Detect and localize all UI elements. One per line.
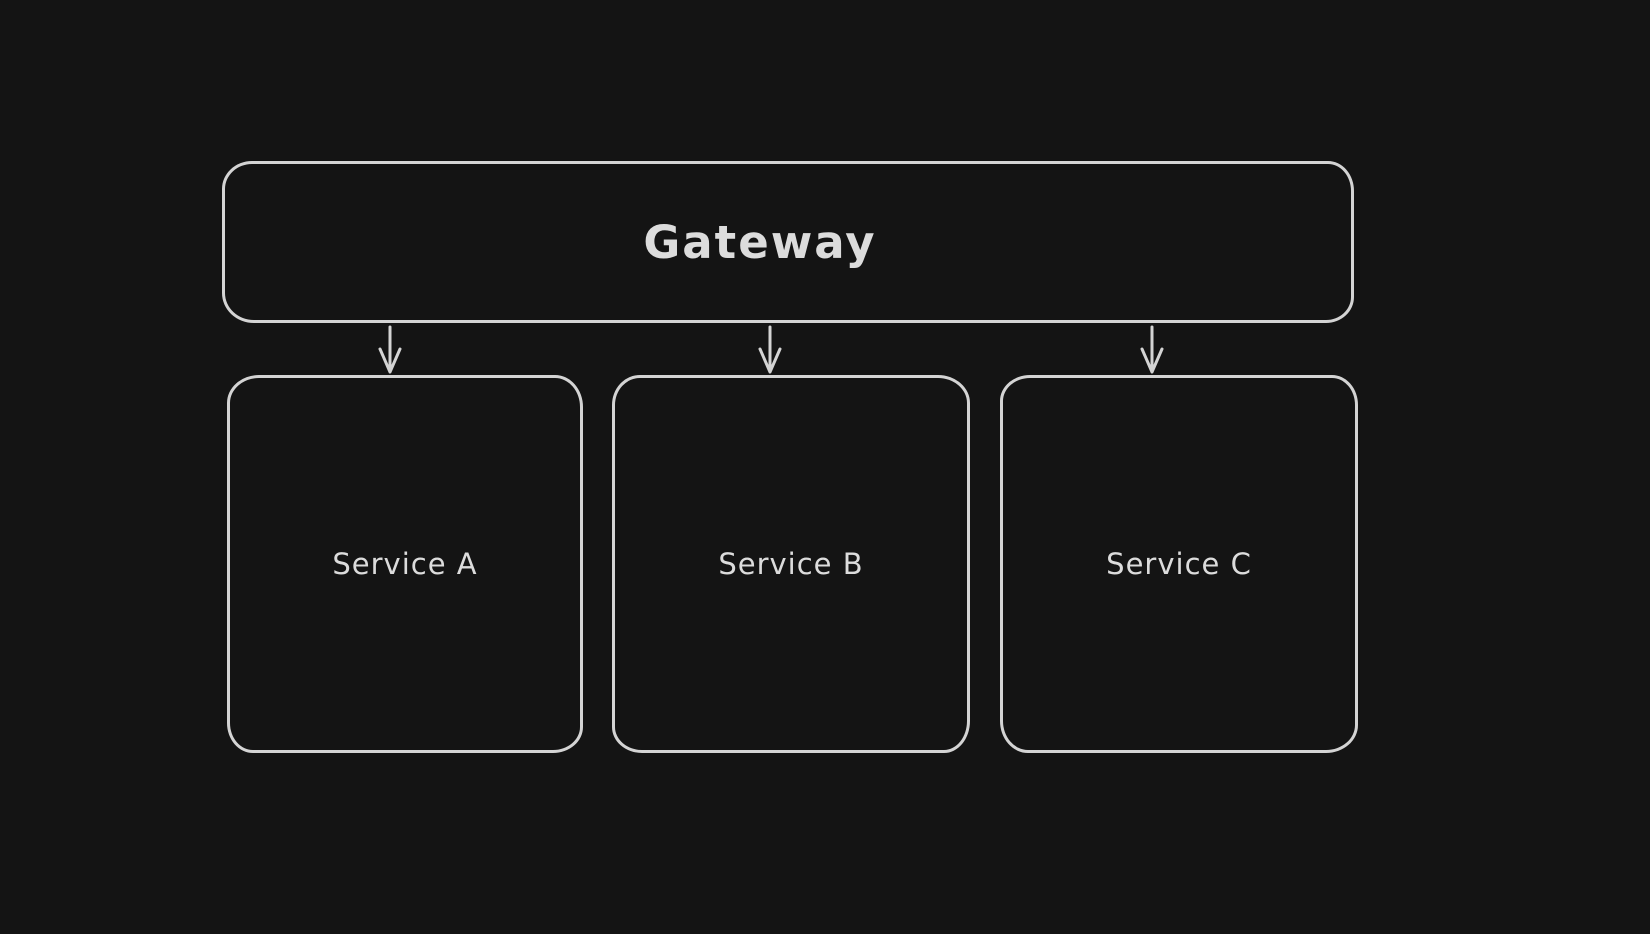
arrow-gateway-to-service-a[interactable] <box>378 325 402 374</box>
service-c-node-label: Service C <box>1106 547 1252 581</box>
gateway-node-label: Gateway <box>643 215 877 269</box>
service-b-node-label: Service B <box>718 547 864 581</box>
arrow-gateway-to-service-b[interactable] <box>758 325 782 374</box>
service-b-node[interactable]: Service B <box>612 375 970 753</box>
service-c-node[interactable]: Service C <box>1000 375 1358 753</box>
gateway-node[interactable]: Gateway <box>222 161 1354 323</box>
service-a-node[interactable]: Service A <box>227 375 583 753</box>
arrow-gateway-to-service-c[interactable] <box>1140 325 1164 374</box>
service-a-node-label: Service A <box>332 547 478 581</box>
